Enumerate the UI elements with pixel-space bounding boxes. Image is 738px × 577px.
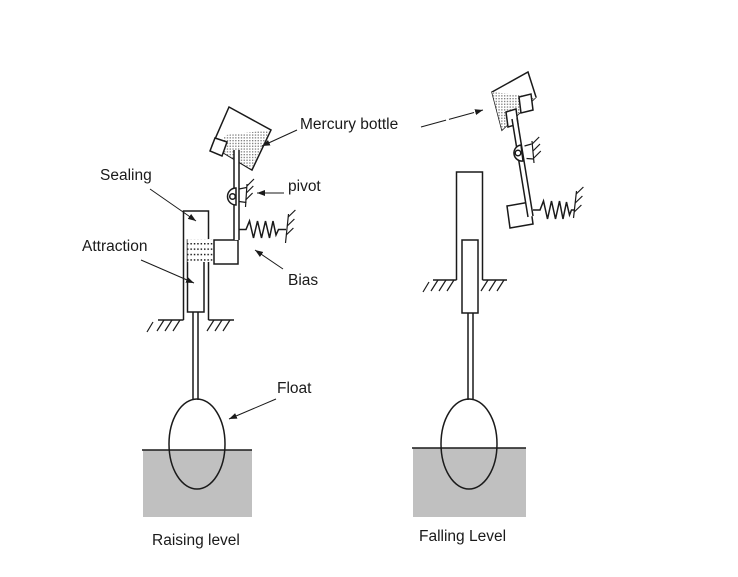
ground-anchor-right (422, 279, 507, 293)
mercury-bottle-label: Mercury bottle (300, 116, 399, 133)
float-callout-arrow (228, 398, 277, 420)
sealing-tube-left (182, 210, 210, 320)
mercury-bottle-callout-leader-right (420, 109, 484, 128)
raising-assembly (142, 105, 296, 517)
attraction-callout-arrow (140, 259, 195, 284)
water-left (143, 450, 252, 517)
sealing-tube-right (455, 171, 484, 280)
float-rod-right (467, 313, 474, 400)
float-left (168, 398, 226, 490)
ground-anchor-left (146, 319, 234, 333)
float-right (440, 398, 498, 490)
float-label: Float (277, 380, 312, 397)
raising-level-caption: Raising level (152, 532, 240, 549)
falling-assembly (412, 70, 584, 517)
bias-label: Bias (288, 272, 319, 289)
bias-spring-left (239, 209, 296, 244)
pivot-label: pivot (288, 178, 321, 195)
attraction-armature-right (461, 239, 479, 314)
bias-callout-arrow (254, 249, 284, 270)
mercury-bottle-right (491, 70, 537, 132)
bias-spring-right (533, 186, 584, 220)
sealing-callout-arrow (149, 188, 197, 222)
pivot-left (226, 178, 255, 208)
lever-right (511, 117, 534, 218)
mercury-bottle-left (209, 105, 272, 172)
sealing-label: Sealing (100, 167, 152, 184)
falling-level-caption: Falling Level (419, 528, 507, 545)
armature-block-left (213, 239, 239, 265)
callout-arrows (140, 109, 484, 420)
pivot-right (513, 136, 542, 164)
armature-magnet-left (187, 239, 215, 262)
mercury-bottle-callout-arrow-left (261, 129, 298, 147)
float-rod-left (192, 312, 199, 400)
attraction-label: Attraction (82, 238, 148, 255)
water-right (413, 448, 526, 517)
